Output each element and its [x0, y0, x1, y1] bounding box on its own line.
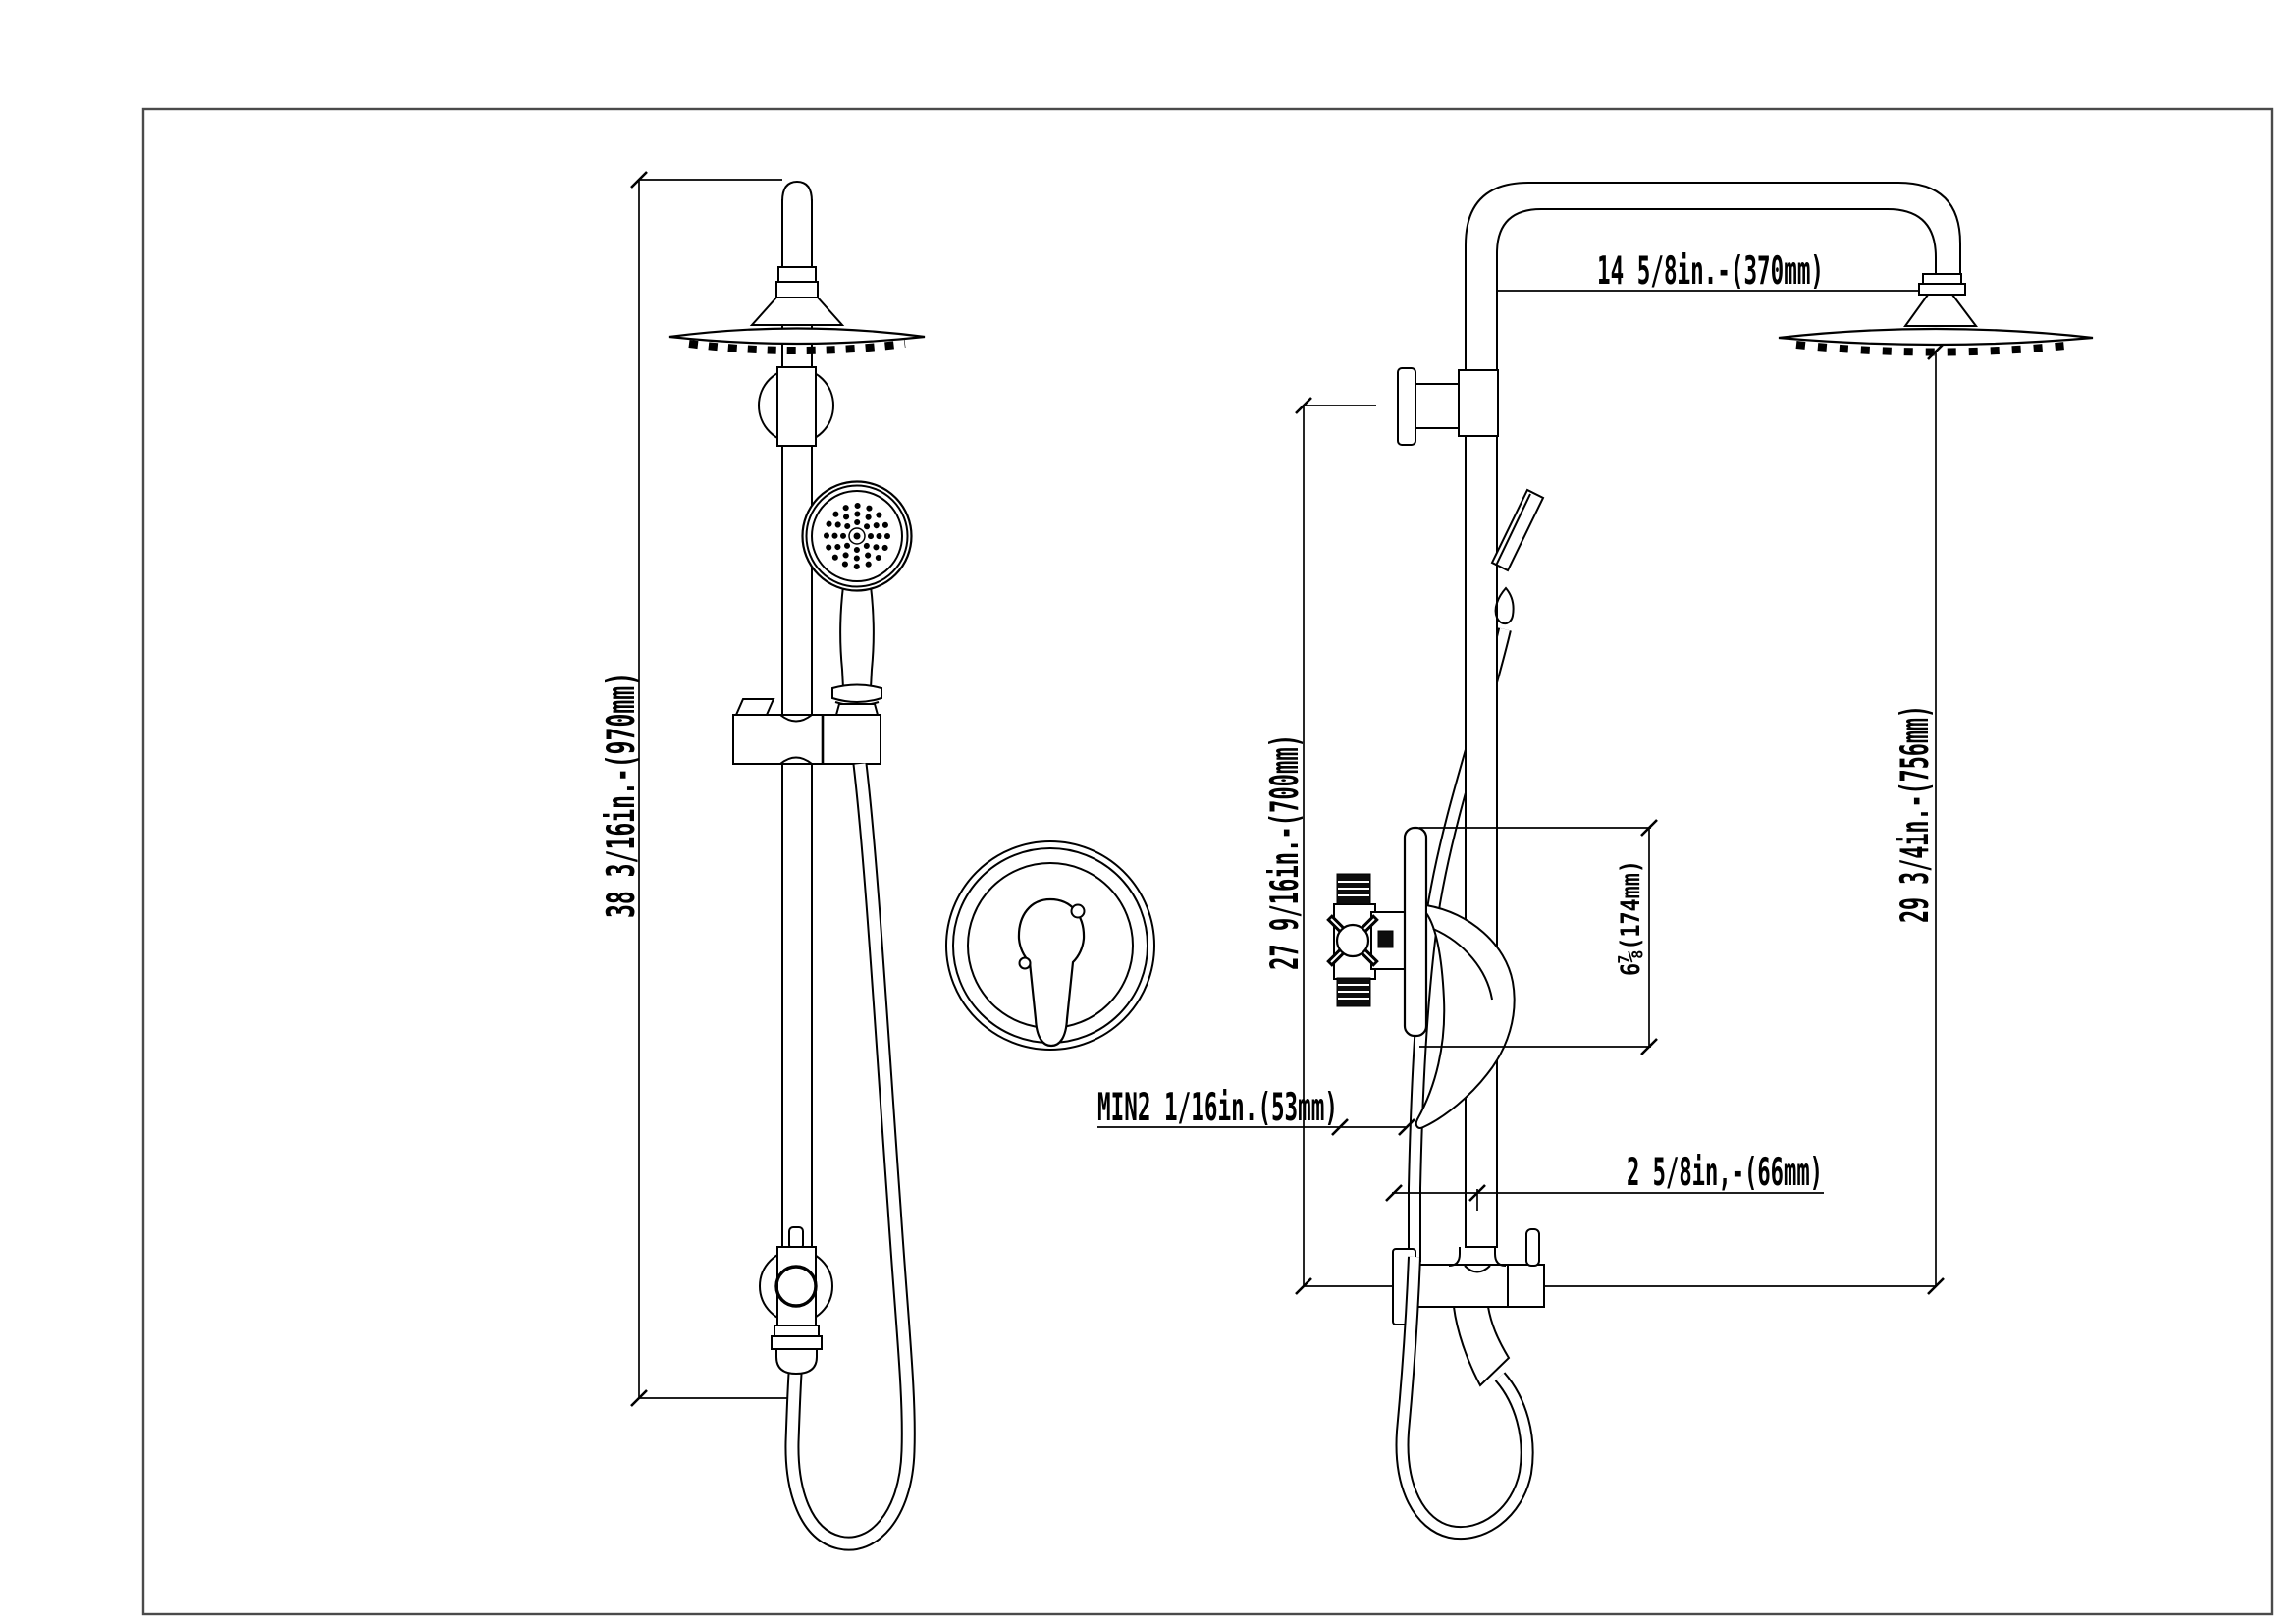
dim-min-clearance-label: MIN2 1/16in.(53mm)	[1097, 1086, 1338, 1130]
dim-front-height: 38 3/16in.-(970mm)	[600, 171, 793, 1407]
spray-dots	[824, 503, 890, 569]
mixer-valve-side	[1326, 826, 1516, 1129]
shower-hose	[784, 763, 916, 1551]
hand-shower	[801, 480, 913, 716]
shower-hose-side-loop	[1395, 1256, 1534, 1541]
hose-outlet-nut	[775, 1348, 818, 1376]
dim-arm-reach: 14 5/8in.-(370mm)	[1467, 249, 1949, 299]
hand-shower-handle	[839, 585, 875, 689]
dim-arm-reach-label: 14 5/8in.-(370mm)	[1597, 249, 1824, 294]
spray-nozzles	[1795, 341, 2076, 356]
page-border	[141, 107, 2274, 1616]
mixer-lever-side	[1415, 903, 1516, 1129]
dim-trim-height: 6⅞(174mm)	[1419, 819, 1658, 1055]
side-view: 27 9/16in.-(700mm) 29 3/4in.-(756mm) 14 …	[1097, 182, 2094, 1541]
pipe-collar	[777, 266, 817, 283]
valve-stop-knob	[1377, 930, 1394, 948]
dim-head-height-label: 29 3/4in.-(756mm)	[1894, 705, 1938, 923]
valve-cross-handle	[1335, 923, 1370, 958]
spray-dots	[840, 519, 874, 553]
dim-valve-height-label: 27 9/16in.-(700mm)	[1263, 734, 1308, 970]
union-knob	[788, 1226, 804, 1250]
dim-head-height: 29 3/4in.-(756mm)	[1894, 343, 1945, 1295]
hose-outlet-elbow	[1452, 1306, 1511, 1387]
ball-joint-sleeve	[776, 366, 817, 447]
wall-supply-union	[759, 1226, 833, 1376]
dim-wall-offset-label: 2 5/8in,-(66mm)	[1627, 1151, 1823, 1195]
hand-shower-side	[1490, 488, 1545, 625]
trim-plate-side	[1403, 826, 1428, 1038]
front-view: 38 3/16in.-(970mm)	[600, 171, 1155, 1551]
head-cone	[749, 297, 845, 326]
dim-min-clearance: MIN2 1/16in.(53mm)	[1097, 1086, 1415, 1136]
diverter-lever	[1525, 1228, 1540, 1267]
top-wall-bracket	[1397, 367, 1499, 446]
mixer-lever-handle	[1017, 897, 1086, 1048]
dim-front-height-label: 38 3/16in.-(970mm)	[600, 673, 644, 918]
dim-trim-height-label: 6⅞(174mm)	[1616, 860, 1646, 976]
dim-valve-height: 27 9/16in.-(700mm)	[1263, 397, 1376, 1295]
hand-shower-hook	[1494, 586, 1515, 625]
dim-wall-offset: 2 5/8in,-(66mm)	[1385, 1151, 1824, 1211]
mixer-trim-front	[945, 840, 1155, 1051]
slide-bracket	[732, 698, 881, 765]
spray-dots	[831, 511, 882, 562]
spray-nozzles	[688, 340, 906, 354]
bracket-clip	[734, 698, 775, 716]
rain-shower-head	[668, 327, 926, 354]
rain-shower-head-side	[1778, 273, 2094, 356]
pipe-collar	[775, 281, 819, 298]
